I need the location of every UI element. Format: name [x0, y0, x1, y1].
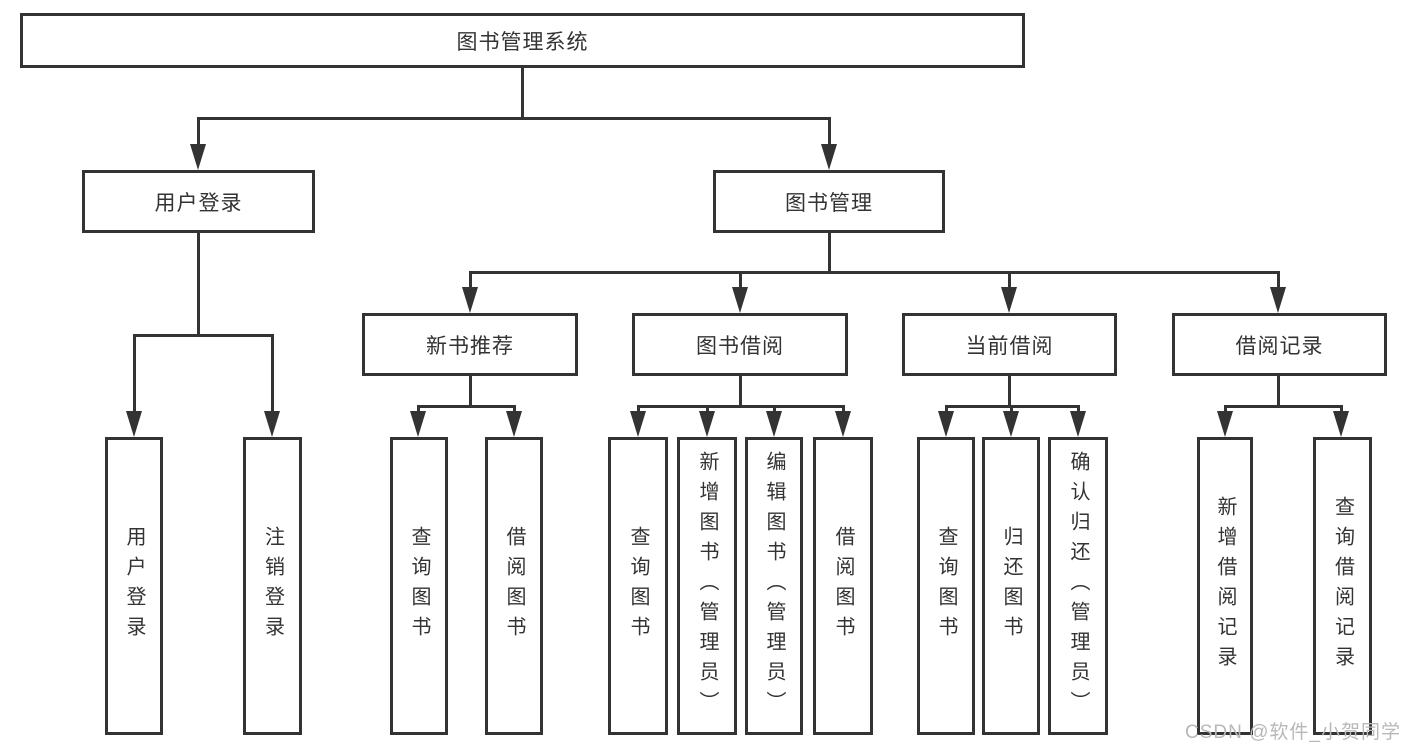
node-root-library-management-system: 图书管理系统: [20, 13, 1025, 68]
connector-line: [469, 271, 472, 291]
connector-line: [1277, 271, 1280, 291]
leaf-borrow-books: 借阅图书: [813, 437, 873, 735]
connector-line: [1008, 376, 1011, 407]
arrow-down-icon: [506, 411, 522, 437]
connector-line: [637, 405, 640, 414]
node-user-login: 用户登录: [82, 170, 315, 233]
node-new-book-recommendation: 新书推荐: [362, 313, 578, 376]
arrow-down-icon: [462, 287, 478, 313]
node-book-management: 图书管理: [713, 170, 945, 233]
connector-line: [1224, 405, 1343, 408]
connector-line: [417, 405, 515, 408]
connector-line: [417, 405, 420, 414]
connector-line: [133, 334, 136, 414]
connector-line: [513, 405, 516, 414]
arrow-down-icon: [835, 411, 851, 437]
connector-line: [1277, 376, 1280, 407]
leaf-user-login: 用户登录: [105, 437, 163, 735]
arrow-down-icon: [1270, 287, 1286, 313]
arrow-down-icon: [1003, 411, 1019, 437]
connector-line: [1224, 405, 1227, 414]
connector-line: [828, 117, 831, 147]
arrow-down-icon: [766, 411, 782, 437]
leaf-edit-books-admin: 编辑图书（管理员）: [745, 437, 803, 735]
connector-line: [271, 334, 274, 414]
arrow-down-icon: [1070, 411, 1086, 437]
connector-line: [1077, 405, 1080, 414]
connector-line: [1008, 271, 1011, 291]
connector-line: [637, 405, 844, 408]
leaf-logout: 注销登录: [243, 437, 302, 735]
connector-line: [739, 271, 742, 291]
connector-line: [133, 334, 273, 337]
leaf-add-books-admin: 新增图书（管理员）: [677, 437, 737, 735]
arrow-down-icon: [938, 411, 954, 437]
connector-line: [469, 376, 472, 407]
leaf-query-borrow-record: 查询借阅记录: [1313, 437, 1372, 735]
connector-line: [1010, 405, 1013, 414]
arrow-down-icon: [821, 144, 837, 170]
connector-line: [706, 405, 709, 414]
arrow-down-icon: [1001, 287, 1017, 313]
leaf-borrow-books-recommend: 借阅图书: [485, 437, 543, 735]
arrow-down-icon: [264, 411, 280, 437]
leaf-query-books-current: 查询图书: [917, 437, 975, 735]
connector-line: [521, 68, 524, 118]
node-book-borrowing: 图书借阅: [632, 313, 848, 376]
arrow-down-icon: [126, 411, 142, 437]
connector-line: [197, 233, 200, 335]
connector-line: [739, 376, 742, 407]
connector-line: [469, 271, 1279, 274]
connector-line: [773, 405, 776, 414]
node-current-borrowing: 当前借阅: [902, 313, 1117, 376]
leaf-add-borrow-record: 新增借阅记录: [1197, 437, 1253, 735]
node-borrowing-records: 借阅记录: [1172, 313, 1387, 376]
leaf-query-books-borrow: 查询图书: [608, 437, 668, 735]
connector-line: [842, 405, 845, 414]
arrow-down-icon: [699, 411, 715, 437]
connector-line: [828, 233, 831, 273]
leaf-query-books-recommend: 查询图书: [390, 437, 448, 735]
connector-line: [197, 117, 200, 147]
arrow-down-icon: [410, 411, 426, 437]
arrow-down-icon: [190, 144, 206, 170]
arrow-down-icon: [630, 411, 646, 437]
connector-line: [197, 117, 831, 120]
connector-line: [945, 405, 948, 414]
leaf-return-books: 归还图书: [982, 437, 1040, 735]
arrow-down-icon: [732, 287, 748, 313]
arrow-down-icon: [1217, 411, 1233, 437]
connector-line: [1340, 405, 1343, 414]
leaf-confirm-return-admin: 确认归还（管理员）: [1048, 437, 1108, 735]
arrow-down-icon: [1333, 411, 1349, 437]
csdn-watermark: CSDN @软件_小贺同学: [1185, 722, 1401, 743]
